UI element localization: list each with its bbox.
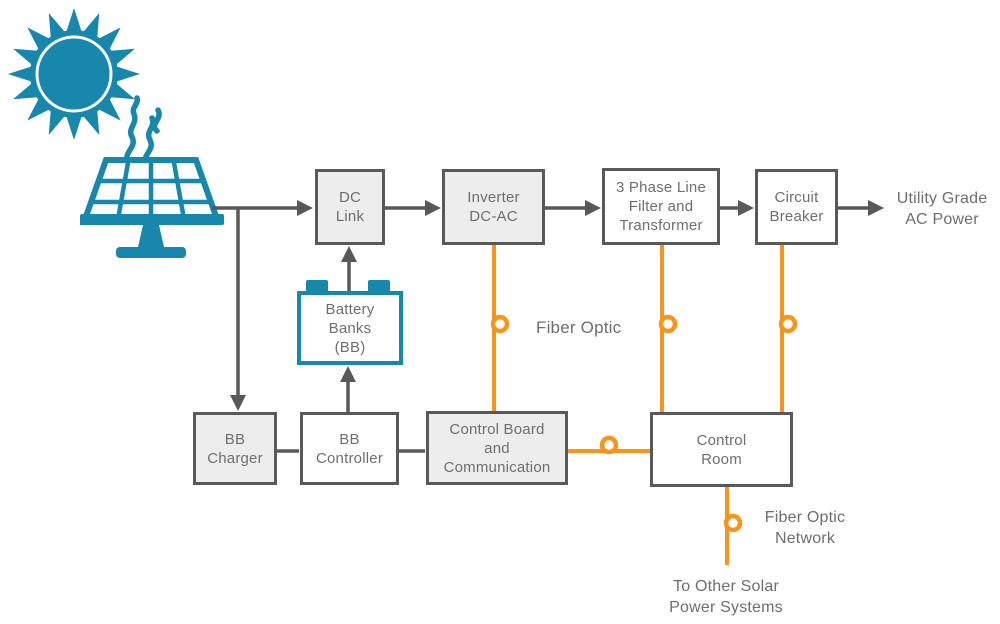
sun-icon	[8, 8, 140, 140]
node-control-board-communication: Control Board and Communication	[426, 411, 568, 485]
arrow-icon	[340, 366, 356, 382]
node-label-line: Inverter	[467, 189, 520, 206]
label-line: AC Power	[905, 211, 979, 228]
node-inverter-dc-ac: Inverter DC-AC	[442, 169, 545, 245]
node-label-line: 3 Phase Line	[616, 179, 706, 196]
label-utility-grade-ac-power: Utility Grade AC Power	[886, 188, 998, 230]
label-fiber-optic-network: Fiber Optic Network	[750, 507, 860, 549]
fiber-optic-connector-icon	[490, 314, 510, 334]
fiber-optic-connectors	[490, 314, 798, 533]
node-circuit-breaker: Circuit Breaker	[755, 169, 838, 245]
arrow-icon	[341, 246, 357, 262]
arrow-icon	[425, 200, 441, 216]
node-three-phase-filter-transformer: 3 Phase Line Filter and Transformer	[602, 168, 720, 245]
node-dc-link: DC Link	[315, 169, 385, 245]
arrow-icon	[585, 200, 601, 216]
label-line: Fiber Optic	[764, 509, 846, 526]
fiber-optic-connector-icon	[658, 314, 678, 334]
node-bb-controller: BB Controller	[300, 412, 399, 485]
label-line: Utility Grade	[896, 190, 988, 207]
fiber-optic-connector-icon	[778, 314, 798, 334]
node-label-line: Battery	[325, 300, 375, 318]
node-label-line: Banks	[328, 319, 372, 337]
label-to-other-solar-power-systems: To Other Solar Power Systems	[656, 576, 796, 618]
node-label-line: Link	[335, 208, 365, 225]
node-label-line: Filter and	[628, 198, 694, 215]
node-label-line: and	[484, 439, 510, 457]
fiber-optic-connector-icon	[723, 513, 743, 533]
label-line: To Other Solar	[673, 578, 779, 595]
label-line: Power Systems	[669, 599, 783, 616]
arrow-icon	[868, 200, 884, 216]
arrowheads	[230, 200, 884, 411]
solar-panel-icon	[79, 157, 224, 258]
node-bb-charger: BB Charger	[193, 412, 277, 485]
node-battery-banks: Battery Banks (BB)	[297, 291, 403, 365]
node-label-line: Charger	[207, 449, 263, 467]
node-label-line: DC-AC	[469, 208, 518, 225]
node-label-line: BB	[224, 430, 246, 448]
label-line: Network	[774, 530, 836, 547]
node-label-line: Control Board	[449, 420, 545, 438]
node-control-room: Control Room	[650, 412, 793, 487]
battery-terminals	[306, 280, 390, 293]
node-label-line: Transformer	[619, 217, 703, 234]
node-label-line: Breaker	[769, 208, 824, 225]
node-label-line: DC	[338, 189, 362, 206]
node-label-line: Circuit	[774, 189, 819, 206]
node-label-line: Control	[696, 431, 747, 449]
heat-waves-icon	[124, 95, 162, 169]
arrow-icon	[297, 200, 313, 216]
arrow-icon	[738, 200, 754, 216]
node-label-line: Room	[701, 450, 742, 468]
node-label-line: BB	[339, 430, 360, 448]
arrow-icon	[230, 395, 246, 411]
node-label-line: Communication	[443, 458, 551, 476]
power-connectors	[212, 206, 869, 453]
node-label-line: Controller	[315, 449, 384, 467]
node-label-line: (BB)	[334, 338, 366, 356]
label-fiber-optic: Fiber Optic	[536, 318, 622, 337]
fiber-optic-connector-icon	[599, 435, 619, 455]
